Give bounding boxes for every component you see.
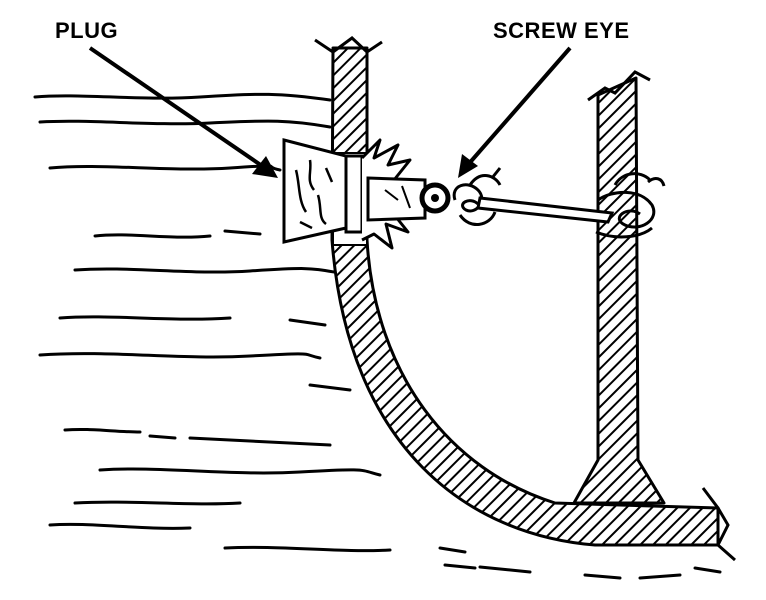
plug-arrow bbox=[88, 46, 278, 178]
frame-rib bbox=[572, 76, 666, 505]
hull-end-break bbox=[701, 487, 736, 562]
screw-eye-arrow bbox=[458, 46, 572, 178]
screw-eye bbox=[419, 182, 451, 214]
plug-label: PLUG bbox=[55, 18, 119, 43]
lashing-knot-right bbox=[595, 172, 666, 239]
plug bbox=[282, 138, 364, 244]
lanyard-line bbox=[476, 196, 615, 224]
frame-top-break bbox=[587, 70, 651, 102]
screw-eye-label: SCREW EYE bbox=[493, 18, 630, 43]
lashing-knot-left bbox=[452, 167, 502, 226]
hull-top-break bbox=[314, 36, 383, 54]
hull-plank bbox=[330, 46, 720, 547]
water-lines bbox=[33, 92, 722, 580]
plug-tail-grain bbox=[384, 185, 411, 209]
